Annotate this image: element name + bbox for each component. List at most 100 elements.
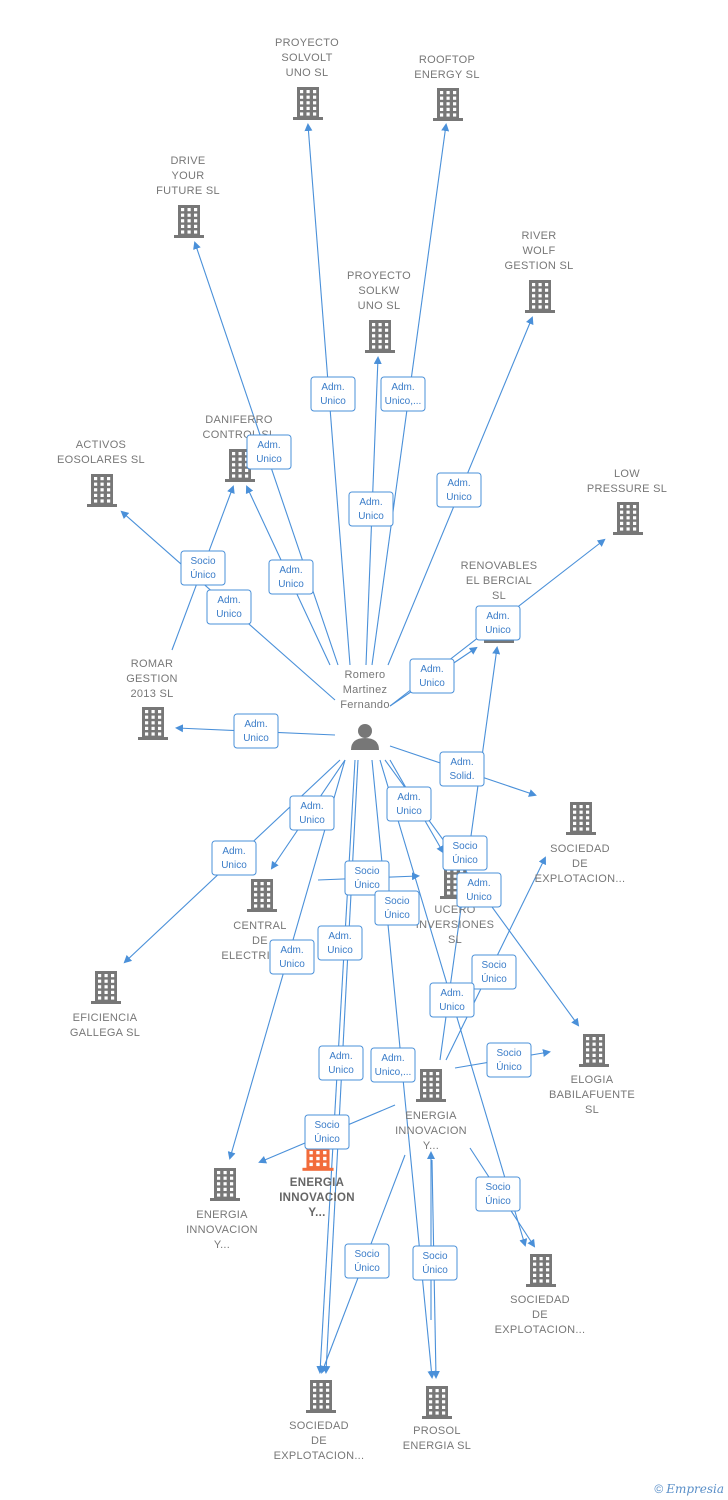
relation-label-line: Único	[354, 1261, 380, 1274]
relation-label-line: Único	[314, 1132, 340, 1145]
node-label-line: UNO SL	[286, 67, 329, 79]
node-label-line: EL BERCIAL	[466, 575, 532, 587]
relation-label-line: Único	[485, 1194, 511, 1207]
node-label-line: ENERGIA	[405, 1110, 457, 1122]
company-node-sociedad-explotacion-3[interactable]: SOCIEDADDEEXPLOTACION...	[274, 1380, 365, 1462]
node-label-line: GESTION SL	[504, 260, 573, 272]
relation-label-line: Socio	[496, 1048, 521, 1059]
copyright-symbol: ©	[654, 1482, 664, 1496]
brand-footer[interactable]: ©Empresia	[654, 1482, 724, 1496]
relation-label-line: Único	[384, 908, 410, 921]
company-node-energia-innovacion-center[interactable]: ENERGIAINNOVACIONY...	[395, 1069, 467, 1152]
node-label-line: ENERGIA	[196, 1209, 248, 1221]
company-node-sociedad-explotacion-1[interactable]: SOCIEDADDEEXPLOTACION...	[535, 802, 626, 885]
relation-label-line: Unico	[327, 945, 353, 956]
relation-label-line: Unico	[328, 1065, 354, 1076]
relation-badge[interactable]: Adm.Unico	[386, 786, 432, 822]
relation-badge[interactable]: Adm. Solid.	[439, 751, 485, 787]
relation-badge[interactable]: Adm.Unico	[269, 939, 315, 975]
relation-badge[interactable]: Adm.Unico	[409, 658, 455, 694]
node-label-line: DE	[252, 935, 268, 947]
relation-badge[interactable]: Adm.Unico	[310, 376, 356, 412]
relation-badge[interactable]: Adm.Unico,...	[370, 1047, 416, 1083]
relation-label-line: Único	[422, 1263, 448, 1276]
building-icon	[210, 1168, 240, 1201]
relation-label-line: Unico	[320, 396, 346, 407]
relation-label-line: Unico	[485, 625, 511, 636]
relation-badge[interactable]: Adm.Unico	[233, 713, 279, 749]
node-label-line: ELOGIA	[571, 1074, 614, 1086]
company-node-sociedad-explotacion-2[interactable]: SOCIEDADDEEXPLOTACION...	[495, 1254, 586, 1336]
node-label-line: EFICIENCIA	[73, 1012, 138, 1024]
relation-label-line: Solid.	[449, 771, 474, 782]
node-label-line: SL	[492, 590, 506, 602]
building-icon	[579, 1034, 609, 1067]
node-label-line: INNOVACION	[279, 1192, 355, 1204]
relation-label-line: Adm.	[257, 440, 280, 451]
relation-label-line: Unico	[278, 579, 304, 590]
relation-badge[interactable]: Adm.Unico	[429, 982, 475, 1018]
node-label-line: Romero	[345, 669, 386, 681]
node-label-line: DANIFERRO	[205, 414, 273, 426]
relation-badge[interactable]: Adm.Unico	[317, 925, 363, 961]
relation-badge[interactable]: Adm.Unico	[206, 589, 252, 625]
node-label-line: ACTIVOS	[76, 439, 126, 451]
node-label-line: ENERGY SL	[414, 69, 479, 81]
company-node-energia-innovacion-left[interactable]: ENERGIAINNOVACIONY...	[186, 1168, 258, 1251]
node-label-line: Y...	[308, 1207, 325, 1219]
relation-badge[interactable]: Adm.Unico	[436, 472, 482, 508]
relation-label-line: Único	[354, 878, 380, 891]
node-label-line: RIVER	[521, 230, 556, 242]
building-icon	[174, 205, 204, 238]
relation-badge[interactable]: Adm.Unico	[475, 605, 521, 641]
relation-badge[interactable]: Adm.Unico	[456, 872, 502, 908]
relation-badge[interactable]: Adm. Unico	[289, 795, 335, 831]
node-label-line: YOUR	[172, 170, 205, 182]
node-label-line: EXPLOTACION...	[274, 1450, 365, 1462]
node-label-line: UNO SL	[358, 300, 401, 312]
relation-label-line: Socio	[422, 1251, 447, 1262]
node-label-line: CENTRAL	[233, 920, 286, 932]
relation-badge[interactable]: Adm.Unico	[246, 434, 292, 470]
relation-label-line: Unico	[299, 815, 325, 826]
relation-badge[interactable]: Adm.Unico	[268, 559, 314, 595]
relation-label-line: Adm.	[300, 801, 323, 812]
relation-badge[interactable]: Adm.Unico	[211, 840, 257, 876]
building-icon	[91, 971, 121, 1004]
relation-badge[interactable]: Adm.Unico,...	[380, 376, 426, 412]
relation-badge[interactable]: Adm.Unico	[318, 1045, 364, 1081]
building-icon	[87, 474, 117, 507]
relation-label-line: Unico	[439, 1002, 465, 1013]
building-icon	[138, 707, 168, 740]
relation-label-line: Único	[452, 853, 478, 866]
relations-layer: Adm.UnicoAdm.Unico,...Adm.UnicoAdm.Unico…	[180, 376, 532, 1281]
relation-label-line: Adm.	[450, 757, 473, 768]
node-label-line: Fernando	[340, 699, 390, 711]
relation-badge[interactable]: Adm.Unico	[348, 491, 394, 527]
